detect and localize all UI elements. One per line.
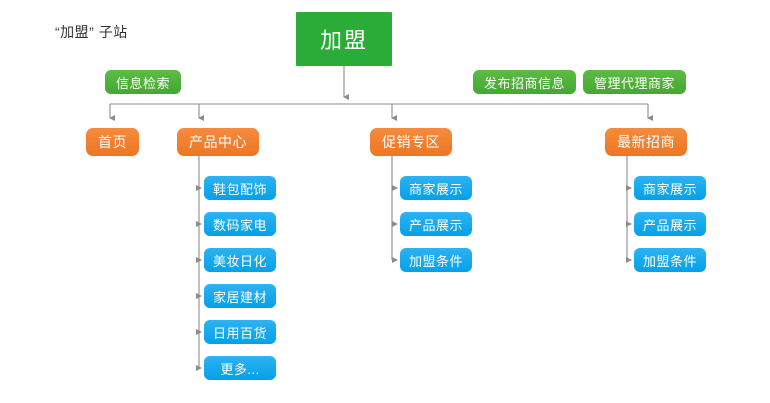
green-pill-manage-agent-merchants[interactable]: 管理代理商家 <box>583 70 687 94</box>
leaf-node-promo-merchant-showcase[interactable]: 商家展示 <box>400 176 472 200</box>
leaf-node-latest-product-showcase[interactable]: 产品展示 <box>634 212 706 236</box>
branch-node-home[interactable]: 首页 <box>86 128 139 156</box>
green-pill-publish-investment-info[interactable]: 发布招商信息 <box>473 70 577 94</box>
branch-node-promotion-zone[interactable]: 促销专区 <box>370 128 452 156</box>
leaf-node-promo-join-conditions[interactable]: 加盟条件 <box>400 248 472 272</box>
page-title: “加盟” 子站 <box>55 24 128 40</box>
leaf-node-more[interactable]: 更多... <box>204 356 276 380</box>
branch-node-product-center[interactable]: 产品中心 <box>177 128 259 156</box>
root-node-jiameng[interactable]: 加盟 <box>296 12 392 66</box>
leaf-node-latest-merchant-showcase[interactable]: 商家展示 <box>634 176 706 200</box>
leaf-node-latest-join-conditions[interactable]: 加盟条件 <box>634 248 706 272</box>
green-pill-info-search[interactable]: 信息检索 <box>105 70 182 94</box>
leaf-node-beauty-daily-chemicals[interactable]: 美妆日化 <box>204 248 276 272</box>
leaf-node-shoes-bags-accessories[interactable]: 鞋包配饰 <box>204 176 276 200</box>
leaf-node-digital-appliances[interactable]: 数码家电 <box>204 212 276 236</box>
leaf-node-daily-goods[interactable]: 日用百货 <box>204 320 276 344</box>
leaf-node-home-building-materials[interactable]: 家居建材 <box>204 284 276 308</box>
leaf-node-promo-product-showcase[interactable]: 产品展示 <box>400 212 472 236</box>
branch-node-latest-investment[interactable]: 最新招商 <box>605 128 687 156</box>
